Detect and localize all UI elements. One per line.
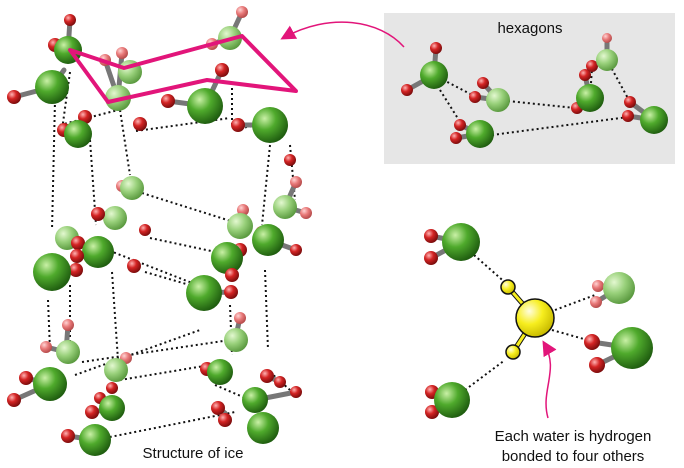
caption-line-1: Each water is hydrogen <box>495 428 652 445</box>
caption-line-2: bonded to four others <box>502 448 645 465</box>
hexagon-arrow <box>280 21 405 48</box>
hexagons-label: hexagons <box>497 20 562 37</box>
structure-of-ice-label: Structure of ice <box>143 445 244 462</box>
inset-atoms <box>401 33 668 148</box>
tetrahedral-hydrogen-bonds <box>464 254 599 391</box>
central-water-molecule <box>500 279 555 360</box>
central-water-arrow <box>542 340 557 419</box>
background-atoms <box>40 6 312 382</box>
hexagon-outline <box>68 34 298 104</box>
tetrahedral-atoms <box>424 223 653 419</box>
foreground-atoms <box>7 14 302 456</box>
